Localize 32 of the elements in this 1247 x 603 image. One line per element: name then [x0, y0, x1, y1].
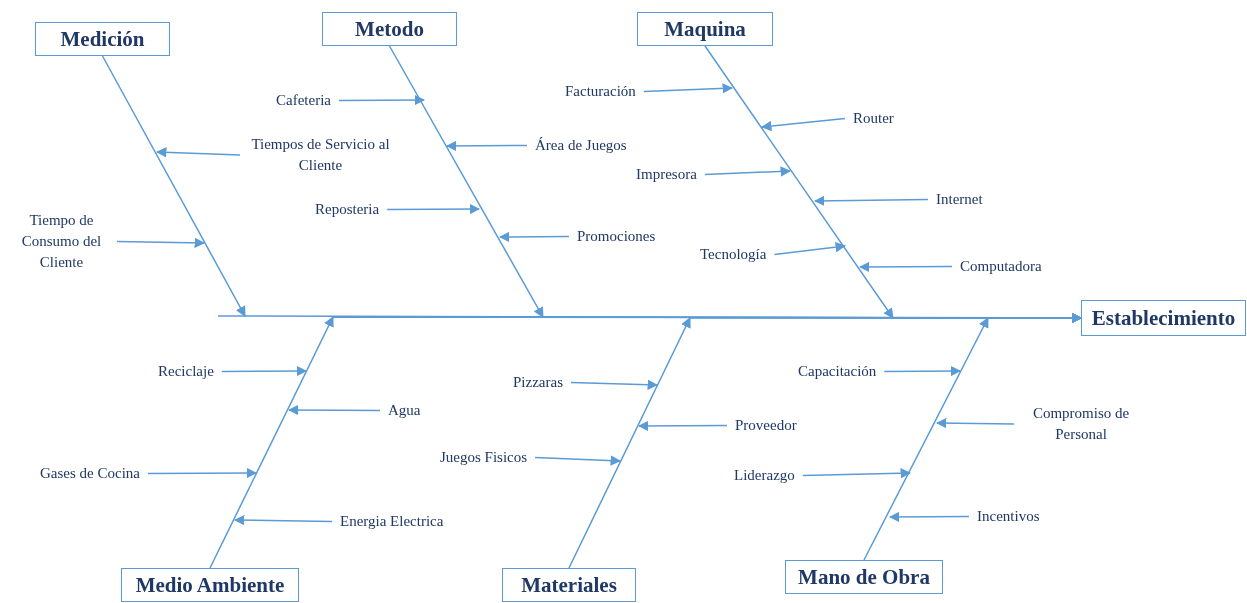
arrow	[116, 237, 206, 249]
category-box: Medición	[35, 22, 170, 56]
arrow	[155, 147, 241, 158]
arrow	[760, 117, 846, 132]
category-box: Metodo	[322, 12, 457, 46]
arrow	[534, 455, 622, 466]
category-box: Maquina	[637, 12, 773, 46]
arrow	[338, 94, 426, 106]
category-box: Medio Ambiente	[121, 568, 299, 602]
arrow	[813, 195, 929, 207]
bone-arrow	[863, 313, 1082, 561]
arrow	[888, 511, 970, 523]
arrow	[883, 365, 962, 377]
effect-box: Establecimiento	[1081, 300, 1246, 336]
arrow	[935, 417, 1015, 429]
arrow	[704, 166, 792, 177]
arrow	[802, 467, 912, 479]
arrow	[858, 261, 953, 273]
category-box: Mano de Obra	[785, 560, 943, 594]
arrow	[637, 420, 728, 432]
arrow	[386, 203, 481, 215]
arrow	[287, 404, 381, 416]
arrow	[643, 83, 734, 94]
arrow	[147, 467, 258, 479]
arrow	[498, 231, 570, 243]
arrow	[233, 514, 333, 526]
category-box: Materiales	[502, 568, 636, 602]
cause-label: Área de Juegos	[535, 135, 627, 156]
arrow	[570, 379, 659, 390]
arrow	[221, 365, 308, 377]
arrow	[445, 140, 528, 152]
arrow	[773, 241, 847, 256]
